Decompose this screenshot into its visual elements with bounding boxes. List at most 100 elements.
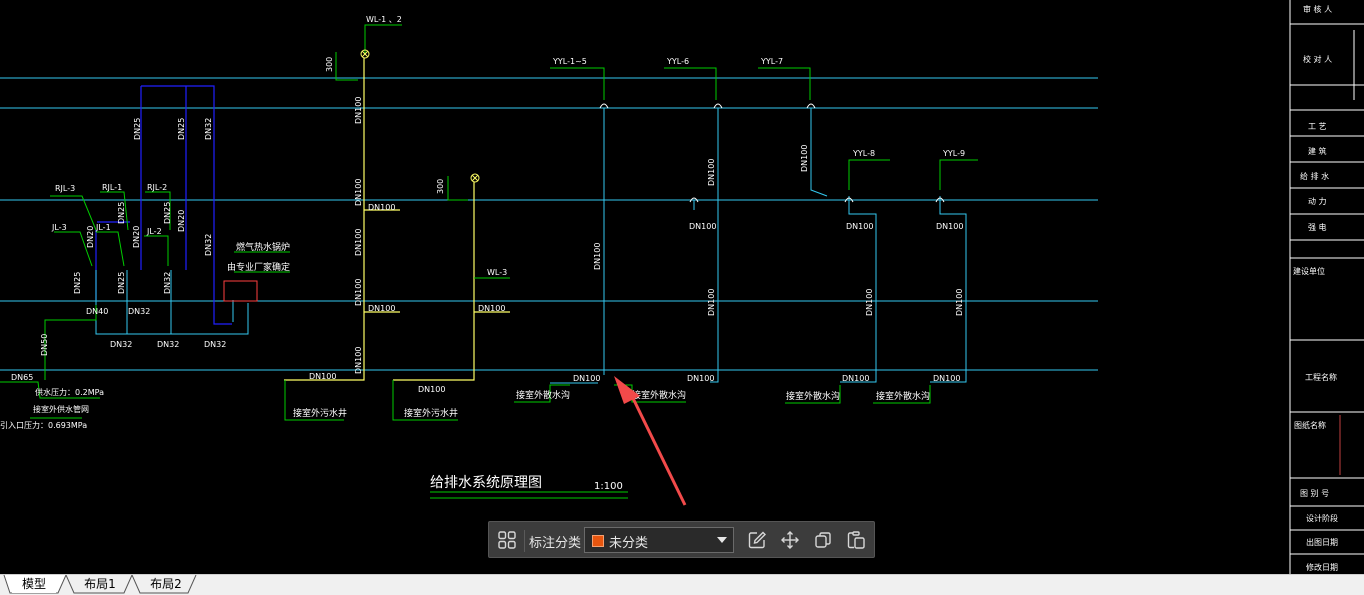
copy-icon[interactable] — [812, 529, 834, 551]
pressure-note: 接室外供水管网 — [33, 404, 89, 414]
dn-label: DN25 — [133, 118, 142, 140]
annotation-toolbar: 标注分类 未分类 — [488, 521, 875, 558]
drain-label: 接室外散水沟 — [516, 389, 570, 401]
pipe-label: JL-1 — [95, 223, 111, 232]
title-block-row: 审 核 人 — [1303, 4, 1332, 14]
dn-label: DN100 — [707, 289, 716, 316]
riser-label: YYL-9 — [942, 149, 965, 158]
drain-label: 接室外污水井 — [293, 407, 347, 419]
edit-icon[interactable] — [746, 529, 768, 551]
title-block-row: 建设单位 — [1293, 266, 1325, 276]
drain-label: 接室外散水沟 — [876, 390, 930, 402]
toolbar-divider — [524, 530, 525, 552]
dn-label: DN100 — [418, 385, 445, 394]
riser-label: YYL-8 — [852, 149, 875, 158]
layout-tab-bar: 模型 布局1 布局2 — [0, 574, 1364, 595]
riser-symbols — [360, 49, 480, 183]
dn-label: DN100 — [800, 145, 809, 172]
drawing-title: 给排水系统原理图 — [430, 475, 542, 491]
title-block-row: 设计阶段 — [1306, 513, 1338, 523]
drain-label: 接室外散水沟 — [786, 390, 840, 402]
pipe-label: JL-2 — [146, 227, 162, 236]
dim-label: 300 — [325, 57, 334, 72]
tab-model[interactable]: 模型 — [12, 575, 56, 593]
tab-layout2[interactable]: 布局2 — [150, 577, 182, 591]
dn-label: DN100 — [707, 159, 716, 186]
drain-label: 接室外散水沟 — [632, 389, 686, 401]
dn-label: DN32 — [128, 307, 150, 316]
vent-caps — [599, 103, 945, 203]
riser-label: YYL-6 — [666, 57, 689, 66]
tab-layout1[interactable]: 布局1 — [84, 577, 116, 591]
dn-label: DN100 — [354, 97, 363, 124]
title-block-row: 工程名称 — [1305, 372, 1337, 382]
chevron-down-icon — [717, 537, 727, 543]
dn-label: DN100 — [689, 222, 716, 231]
annotation-arrow[interactable] — [614, 376, 687, 506]
title-block-row: 动 力 — [1308, 196, 1327, 206]
title-block-row: 工 艺 — [1308, 122, 1327, 131]
dn-label: DN32 — [204, 340, 226, 349]
dn-label: DN32 — [204, 118, 213, 140]
pipe-label: RJL-1 — [102, 183, 122, 192]
dn-label: DN32 — [204, 234, 213, 256]
dn-label: DN100 — [865, 289, 874, 316]
riser-label: WL-1 、2 — [366, 15, 402, 24]
dn-label: DN40 — [86, 307, 108, 316]
category-value: 未分类 — [609, 536, 649, 551]
dn-label: DN100 — [309, 372, 336, 381]
dn-label: DN100 — [936, 222, 963, 231]
grid-menu-icon[interactable] — [496, 529, 518, 551]
dn-label: DN100 — [687, 374, 714, 383]
waste-pipes — [284, 58, 510, 381]
dn-label: DN100 — [955, 289, 964, 316]
pipe-label: RJL-3 — [55, 184, 75, 193]
title-block-row: 出图日期 — [1306, 537, 1338, 547]
floor-lines — [0, 77, 1098, 371]
boiler-label: 由专业厂家确定 — [227, 261, 290, 273]
boiler-label: 燃气热水锅炉 — [236, 241, 290, 253]
riser-label: WL-3 — [487, 268, 507, 277]
dn-label: DN100 — [368, 304, 395, 313]
dn-label: DN100 — [573, 374, 600, 383]
title-block — [1289, 0, 1364, 574]
dn-label: DN32 — [157, 340, 179, 349]
dn-label: DN25 — [163, 202, 172, 224]
dn-label: DN100 — [354, 279, 363, 306]
dn-label: DN100 — [846, 222, 873, 231]
dn-label: DN100 — [593, 243, 602, 270]
move-icon[interactable] — [779, 529, 801, 551]
dn-label: DN20 — [86, 226, 95, 248]
riser-label: YYL-7 — [760, 57, 783, 66]
pipe-label: RJL-2 — [147, 183, 167, 192]
dn-label: DN100 — [842, 374, 869, 383]
dn-label: DN25 — [117, 202, 126, 224]
cad-drawing-canvas[interactable]: 给排水系统原理图 1:100 WL-1 、2 YYL-1~5 YYL-6 YYL… — [0, 0, 1364, 574]
leader-lines — [0, 24, 978, 499]
title-block-row: 强 电 — [1308, 222, 1327, 232]
dn-label: DN100 — [933, 374, 960, 383]
title-block-row: 修改日期 — [1306, 562, 1338, 572]
boiler-box — [223, 280, 258, 302]
pressure-note: 引入口压力：0.693MPa — [0, 420, 87, 430]
distribution-pipes — [95, 108, 967, 384]
vertical-dn-labels: DN100 DN100 DN100 DN100 DN100 DN100 DN10… — [40, 57, 964, 374]
dn-label: DN25 — [73, 272, 82, 294]
riser-label: YYL-1~5 — [552, 57, 587, 66]
dn-label: DN100 — [368, 203, 395, 212]
drain-label: 接室外污水井 — [404, 407, 458, 419]
title-block-row: 建 筑 — [1308, 146, 1327, 156]
title-block-text: 审 核 人 校 对 人 工 艺 建 筑 给 排 水 动 力 强 电 建设单位 工… — [1293, 4, 1338, 572]
dn-label: DN32 — [163, 272, 172, 294]
title-block-row: 给 排 水 — [1300, 171, 1329, 181]
dn-label: DN100 — [354, 179, 363, 206]
category-select[interactable]: 未分类 — [584, 527, 734, 553]
dim-label: 300 — [436, 179, 445, 194]
dn-label: DN25 — [177, 118, 186, 140]
pressure-note: 供水压力：0.2MPa — [35, 387, 104, 397]
drawing-scale: 1:100 — [594, 481, 623, 492]
paste-icon[interactable] — [845, 529, 867, 551]
dn-label: DN25 — [117, 272, 126, 294]
title-block-row: 图 别 号 — [1300, 489, 1329, 498]
dn-label: DN50 — [40, 334, 49, 356]
